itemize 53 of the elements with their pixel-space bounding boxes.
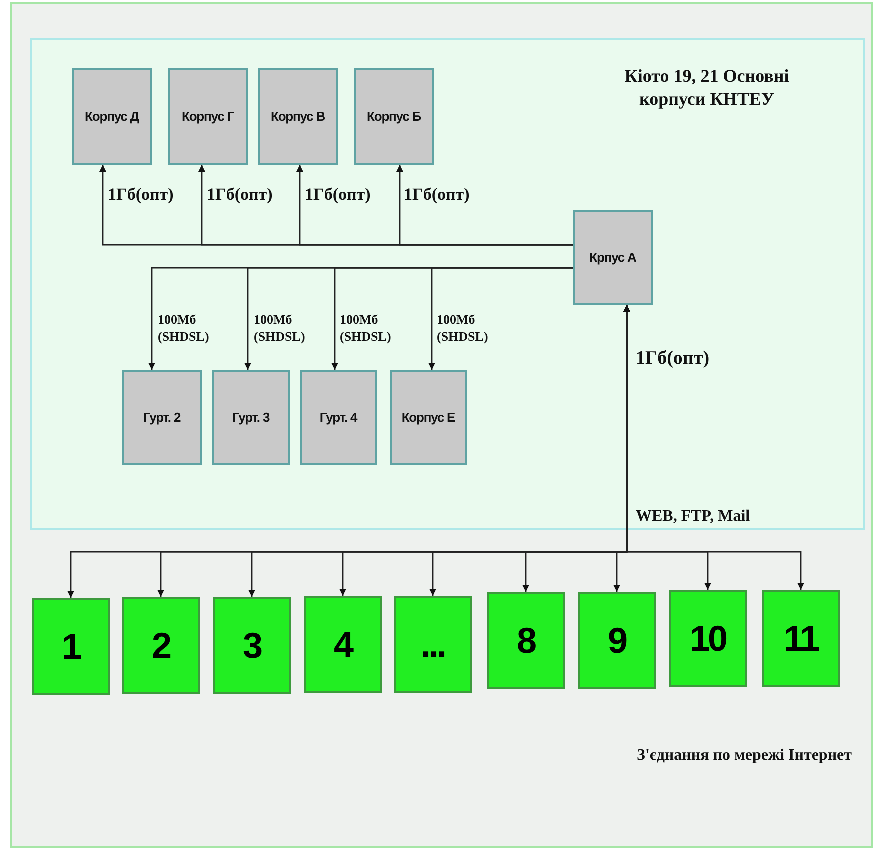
building-label: Гурт. 3 — [232, 410, 270, 425]
site-number: 4 — [334, 624, 352, 666]
edge-label: 1Гб(опт) — [108, 185, 174, 205]
site-box — [213, 597, 291, 694]
site-number: ... — [420, 624, 445, 666]
building-label: Корпус В — [270, 109, 325, 124]
site-number: 1 — [62, 626, 80, 668]
building-box — [300, 370, 377, 465]
site-number: 9 — [608, 620, 626, 662]
site-number: 3 — [242, 624, 262, 666]
site-box — [762, 590, 840, 687]
arrow — [624, 305, 804, 590]
site-number: 2 — [152, 624, 170, 666]
site-box — [578, 592, 656, 689]
site-box — [304, 596, 382, 693]
building-label: Корпус Г — [182, 109, 234, 124]
service-label: WEB, FTP, Mail — [636, 508, 750, 526]
building-box — [354, 68, 434, 165]
link-speed-label: 1Гб(опт) — [636, 348, 710, 370]
edge-label: 1Гб(опт) — [305, 185, 371, 205]
building-label: Крпус А — [590, 250, 636, 265]
edge-label: 1Гб(опт) — [404, 185, 470, 205]
building-box — [390, 370, 467, 465]
panel-heading: Кіото 19, 21 Основні корпуси КНТЕУ — [624, 65, 790, 110]
edge-label: 100Мб (SHDSL) — [158, 312, 210, 346]
site-number: 8 — [516, 620, 536, 662]
internet-panel — [10, 2, 873, 848]
edge-label: 100Мб (SHDSL) — [254, 312, 306, 346]
building-box — [168, 68, 248, 165]
building-label: Гурт. 2 — [143, 410, 181, 425]
building-box — [258, 68, 338, 165]
site-number: 11 — [784, 618, 818, 660]
building-label: Гурт. 4 — [320, 410, 358, 425]
edge-label: 100Мб (SHDSL) — [437, 312, 490, 346]
building-label: Корпус Б — [367, 109, 421, 124]
building-box — [573, 210, 653, 305]
building-box — [72, 68, 152, 165]
arrow — [396, 165, 573, 246]
site-box — [487, 592, 565, 689]
site-box — [669, 590, 747, 687]
site-box — [32, 598, 110, 695]
building-box — [212, 370, 290, 465]
edge-label: 1Гб(опт) — [207, 185, 273, 205]
site-number: 10 — [690, 618, 726, 660]
site-box — [394, 596, 472, 693]
building-label: Корпус Д — [85, 109, 139, 124]
building-label: Корпус Е — [402, 410, 456, 425]
building-box — [122, 370, 202, 465]
arrow — [428, 267, 573, 370]
edge-label: 100Мб (SHDSL) — [340, 312, 392, 346]
caption-text: З'єднання по мережі Інтернет — [636, 746, 852, 766]
site-box — [122, 597, 200, 694]
campus-panel — [30, 38, 865, 530]
